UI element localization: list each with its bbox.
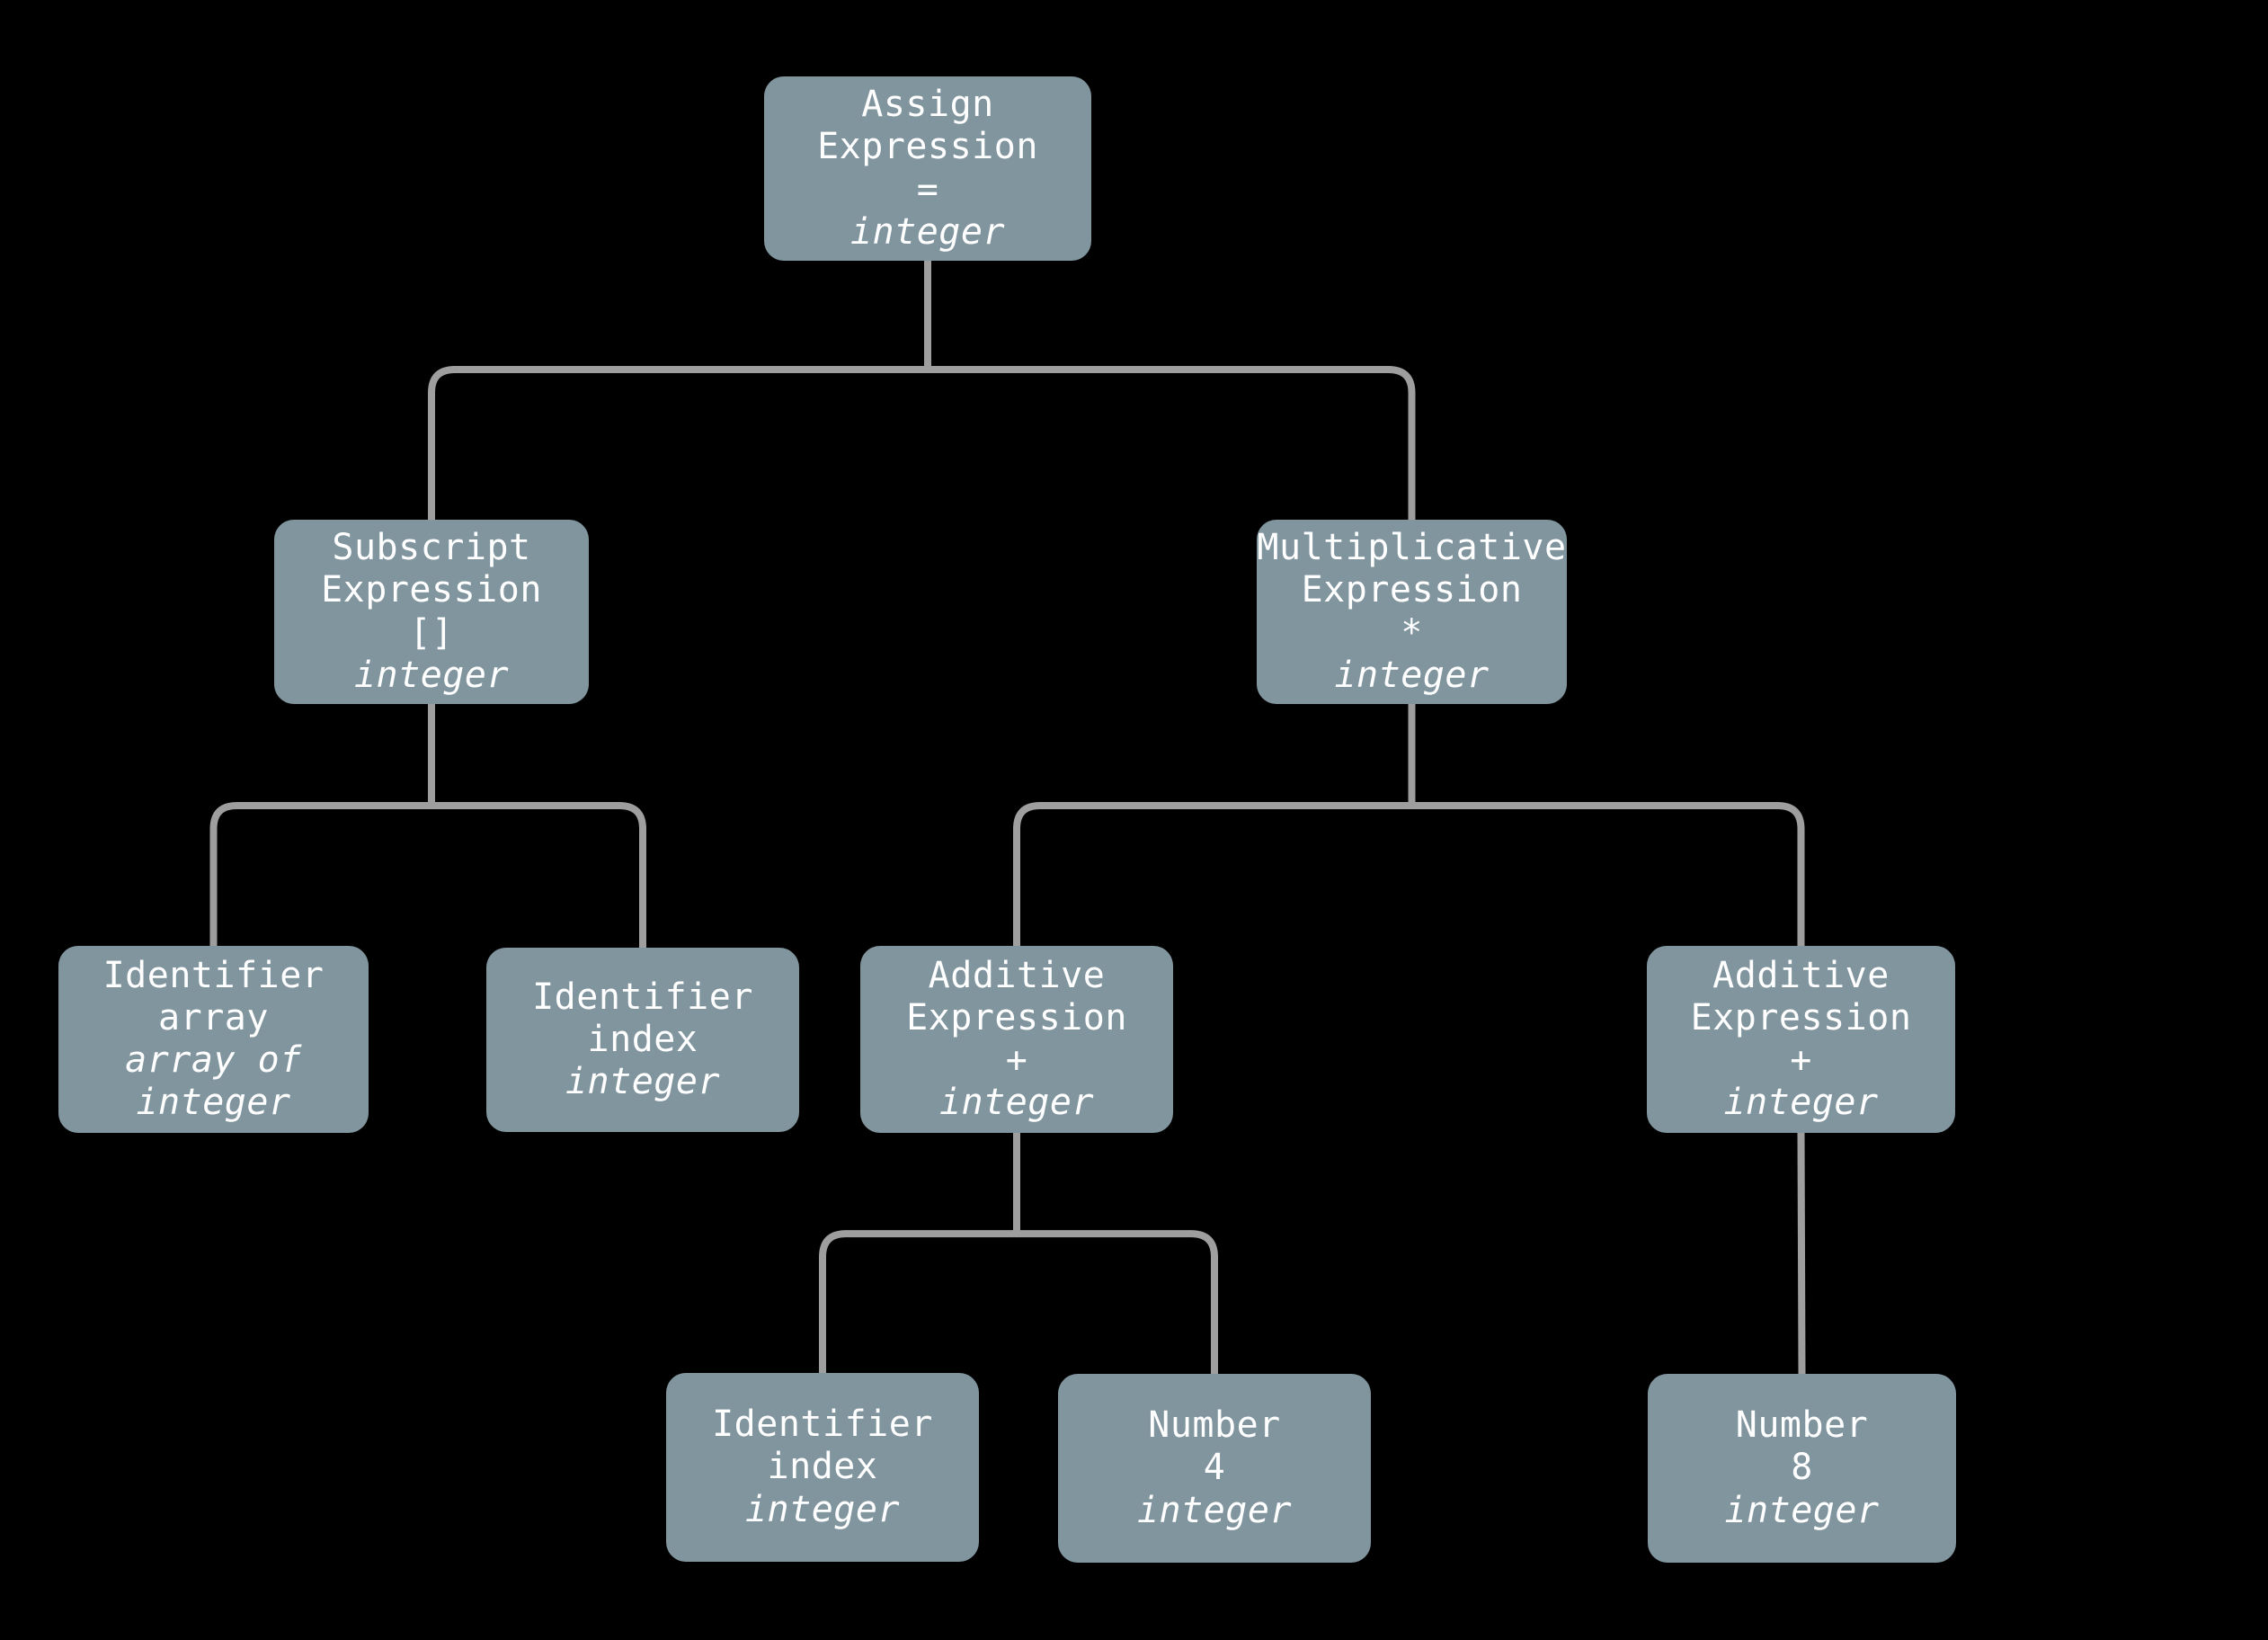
node-kind-line1: Number <box>1148 1404 1281 1447</box>
node-kind-line2: index <box>767 1446 878 1488</box>
tree-edge <box>428 365 928 520</box>
node-kind-line1: Additive <box>1712 954 1890 996</box>
node-kind-line1: Subscript <box>332 527 531 569</box>
node-kind-line2: 8 <box>1791 1447 1813 1489</box>
node-type-line1: integer <box>1723 1082 1879 1124</box>
node-kind-line1: Assign <box>861 84 994 126</box>
node-type-line1: integer <box>1724 1489 1880 1531</box>
node-type-line1: integer <box>1334 654 1490 696</box>
node-kind-line1: Identifier <box>102 954 325 996</box>
tree-edge <box>431 801 646 948</box>
tree-edge <box>209 801 431 946</box>
node-kind-line2: Expression <box>1690 996 1912 1038</box>
node-kind-line2: Expression <box>817 126 1038 168</box>
tree-edge <box>1013 801 1412 946</box>
node-kind-line1: Identifier <box>712 1404 933 1446</box>
tree-edge <box>819 1230 1017 1373</box>
node-kind-line2: 4 <box>1203 1447 1226 1489</box>
node-kind-line2: index <box>587 1018 698 1060</box>
tree-edge <box>1797 1132 1806 1375</box>
node-operator: = <box>916 168 939 210</box>
node-type-line1: integer <box>1136 1489 1293 1531</box>
tree-edge <box>1017 1230 1218 1374</box>
tree-edge <box>928 365 1416 520</box>
node-kind-line2: Expression <box>321 569 542 611</box>
node-operator: + <box>1790 1039 1812 1081</box>
tree-edge <box>1411 801 1805 946</box>
node-kind-line1: Additive <box>928 954 1106 996</box>
node-operator: * <box>1401 611 1423 654</box>
node-kind-line1: Identifier <box>532 976 753 1018</box>
node-type-line1: integer <box>353 654 510 696</box>
node-type-line1: integer <box>744 1488 901 1530</box>
node-type-line2: integer <box>136 1082 291 1124</box>
node-type-line1: integer <box>565 1061 721 1103</box>
node-type-line1: array of <box>125 1039 302 1081</box>
node-kind-line2: Expression <box>906 996 1127 1038</box>
node-kind-line1: Multiplicative <box>1257 527 1567 569</box>
node-type-line1: integer <box>849 210 1006 253</box>
node-kind-line1: Number <box>1735 1404 1869 1447</box>
node-kind-line2: Expression <box>1301 569 1523 611</box>
node-operator: [] <box>409 611 454 654</box>
node-kind-line2: array <box>158 996 269 1038</box>
node-operator: + <box>1005 1039 1028 1081</box>
node-type-line1: integer <box>938 1082 1095 1124</box>
